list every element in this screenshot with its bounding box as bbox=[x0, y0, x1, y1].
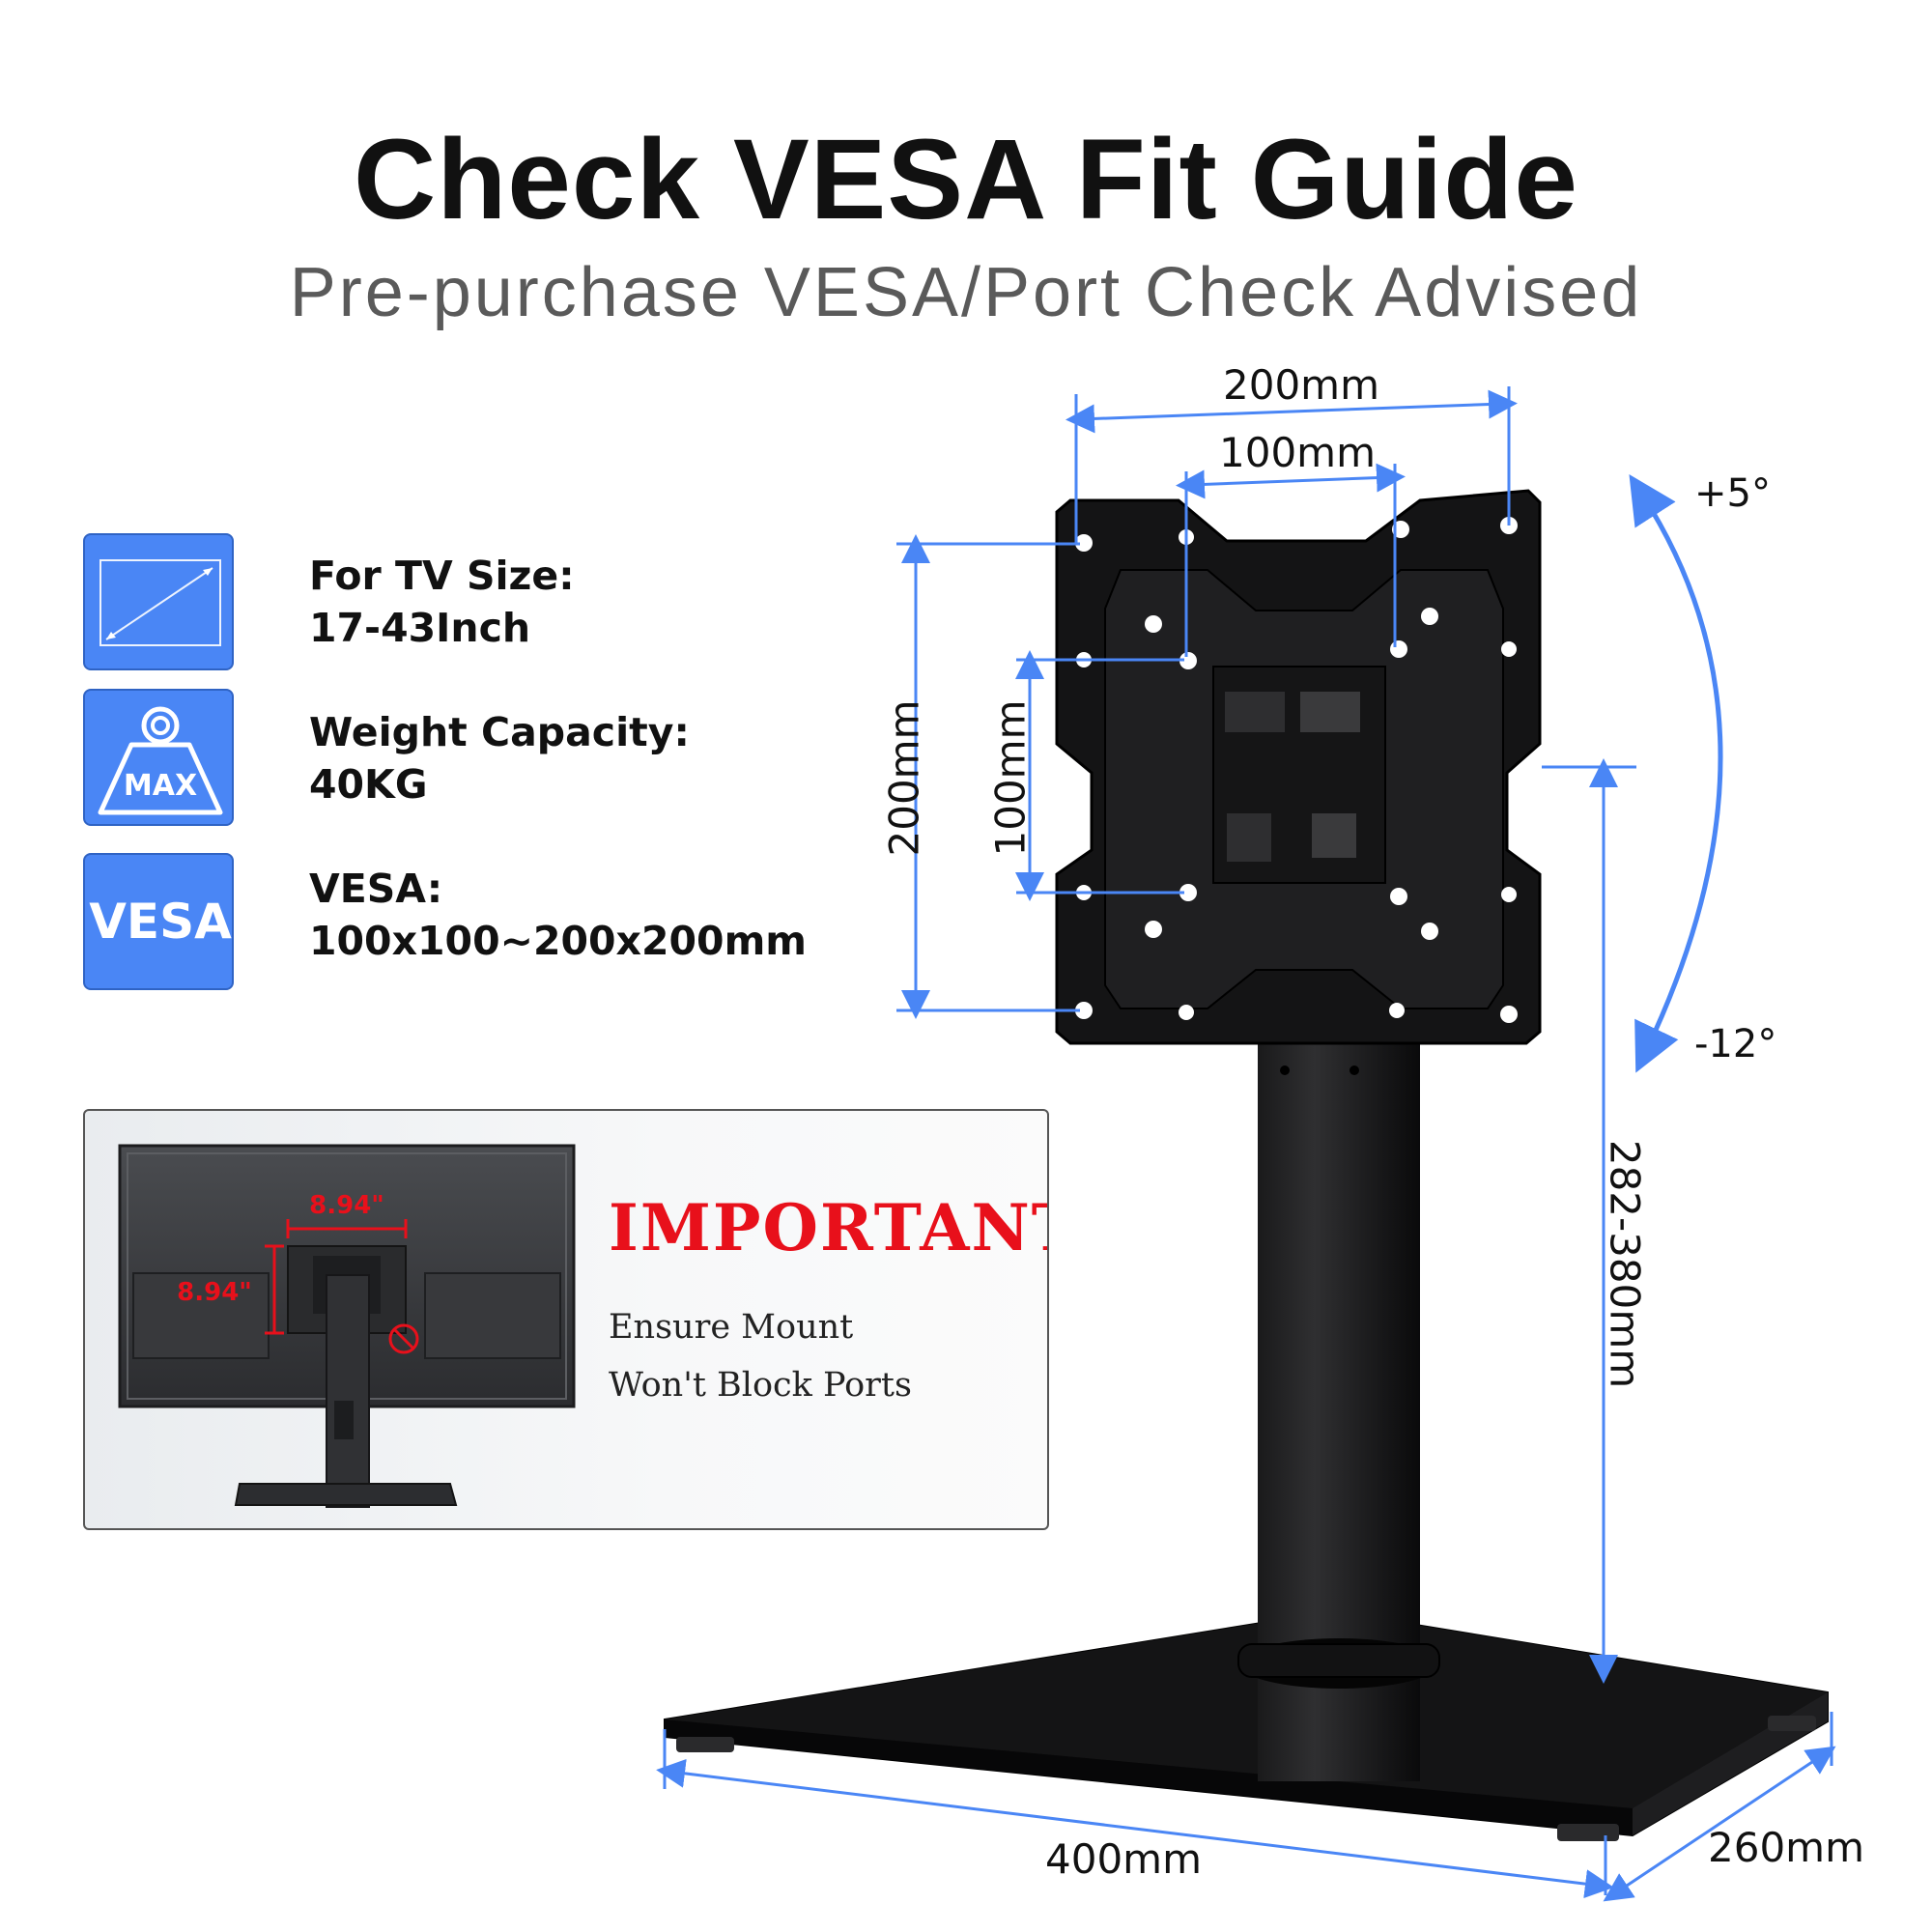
spec-value-weight: 40KG bbox=[309, 761, 428, 808]
weight-max-icon: MAX bbox=[83, 689, 234, 826]
spec-label-weight: Weight Capacity: bbox=[309, 709, 690, 755]
page-subtitle: Pre-purchase VESA/Port Check Advised bbox=[289, 254, 1643, 331]
page-title: Check VESA Fit Guide bbox=[354, 116, 1578, 243]
tilt-up-label: +5° bbox=[1694, 471, 1771, 516]
important-title: IMPORTANT! bbox=[609, 1190, 1047, 1265]
dim-top-outer: 200mm bbox=[1223, 361, 1379, 409]
dim-left-outer: 200mm bbox=[880, 699, 928, 857]
vesa-icon: VESA bbox=[83, 853, 234, 990]
tv-screen-icon bbox=[83, 533, 234, 670]
spec-label-tv-size: For TV Size: bbox=[309, 553, 575, 599]
dim-base-depth: 260mm bbox=[1708, 1824, 1864, 1871]
inset-width-label: 8.94" bbox=[309, 1191, 384, 1220]
important-line-2: Won't Block Ports bbox=[609, 1366, 912, 1405]
dim-base-width: 400mm bbox=[1045, 1835, 1202, 1883]
spec-label-vesa: VESA: bbox=[309, 866, 443, 912]
inset-height-label: 8.94" bbox=[177, 1278, 252, 1307]
dim-left-inner: 100mm bbox=[986, 699, 1035, 857]
monitor-back-illustration: 8.94" 8.94" bbox=[118, 1144, 576, 1508]
important-panel: 8.94" 8.94" IMPORTANT! Ensure Mount Won'… bbox=[83, 1109, 1049, 1530]
tilt-down-label: -12° bbox=[1694, 1022, 1777, 1066]
spec-value-vesa: 100x100~200x200mm bbox=[309, 918, 808, 964]
dim-height-range: 282-380mm bbox=[1601, 1139, 1649, 1389]
spec-value-tv-size: 17-43Inch bbox=[309, 605, 531, 651]
dim-top-inner: 100mm bbox=[1219, 429, 1376, 476]
important-line-1: Ensure Mount bbox=[609, 1308, 854, 1347]
vesa-icon-text: VESA bbox=[89, 894, 232, 950]
weight-max-icon-text: MAX bbox=[124, 769, 197, 803]
